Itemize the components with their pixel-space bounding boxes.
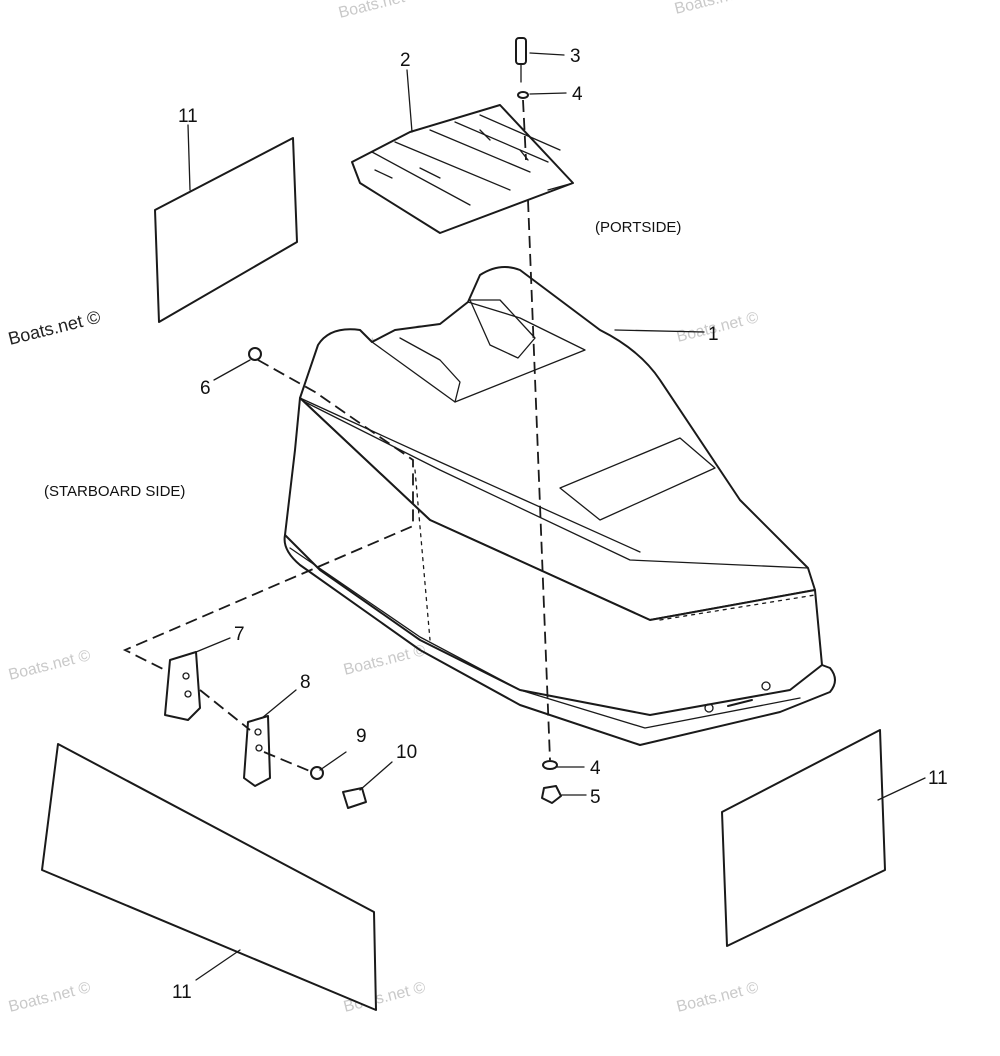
callout-2: 2 [400, 50, 411, 71]
bolt-part-10 [342, 787, 367, 809]
callout-9: 9 [356, 726, 367, 747]
callout-1: 1 [708, 324, 719, 345]
callout-4-top: 4 [572, 84, 583, 105]
callout-6: 6 [200, 378, 211, 399]
watermark: Boats.net © [7, 647, 93, 684]
callout-7: 7 [234, 624, 245, 645]
callout-11-bottom-left: 11 [172, 982, 192, 1003]
callout-11-top-left: 11 [178, 106, 198, 127]
callout-11-right: 11 [928, 768, 948, 789]
engine-cowl [283, 265, 836, 746]
washer-top-part-4 [517, 91, 529, 99]
watermark: Boats.net © [342, 642, 428, 679]
decal-top-left [154, 137, 298, 323]
top-plate [351, 104, 574, 234]
starboard-side-label: (STARBOARD SIDE) [44, 483, 185, 500]
callout-5: 5 [590, 787, 601, 808]
bracket-part-7 [164, 651, 201, 721]
callout-8: 8 [300, 672, 311, 693]
watermark-primary: Boats.net © [6, 307, 102, 349]
nut-part-5 [541, 785, 562, 804]
decal-right [721, 729, 886, 947]
watermark: Boats.net © [673, 0, 759, 18]
assembly-lines [122, 99, 551, 773]
grommet-part-6 [248, 347, 262, 361]
callout-10: 10 [396, 742, 417, 763]
watermark: Boats.net © [7, 979, 93, 1016]
watermark: Boats.net © [337, 0, 423, 22]
callout-3: 3 [570, 46, 581, 67]
bracket-part-8 [243, 715, 271, 787]
decal-bottom-left [41, 743, 377, 1011]
portside-label: (PORTSIDE) [595, 219, 681, 236]
watermark: Boats.net © [675, 979, 761, 1016]
screw-part-3 [515, 37, 527, 83]
callout-4-bottom: 4 [590, 758, 601, 779]
leader-lines [187, 52, 926, 981]
washer-bottom-part-4 [542, 760, 558, 770]
